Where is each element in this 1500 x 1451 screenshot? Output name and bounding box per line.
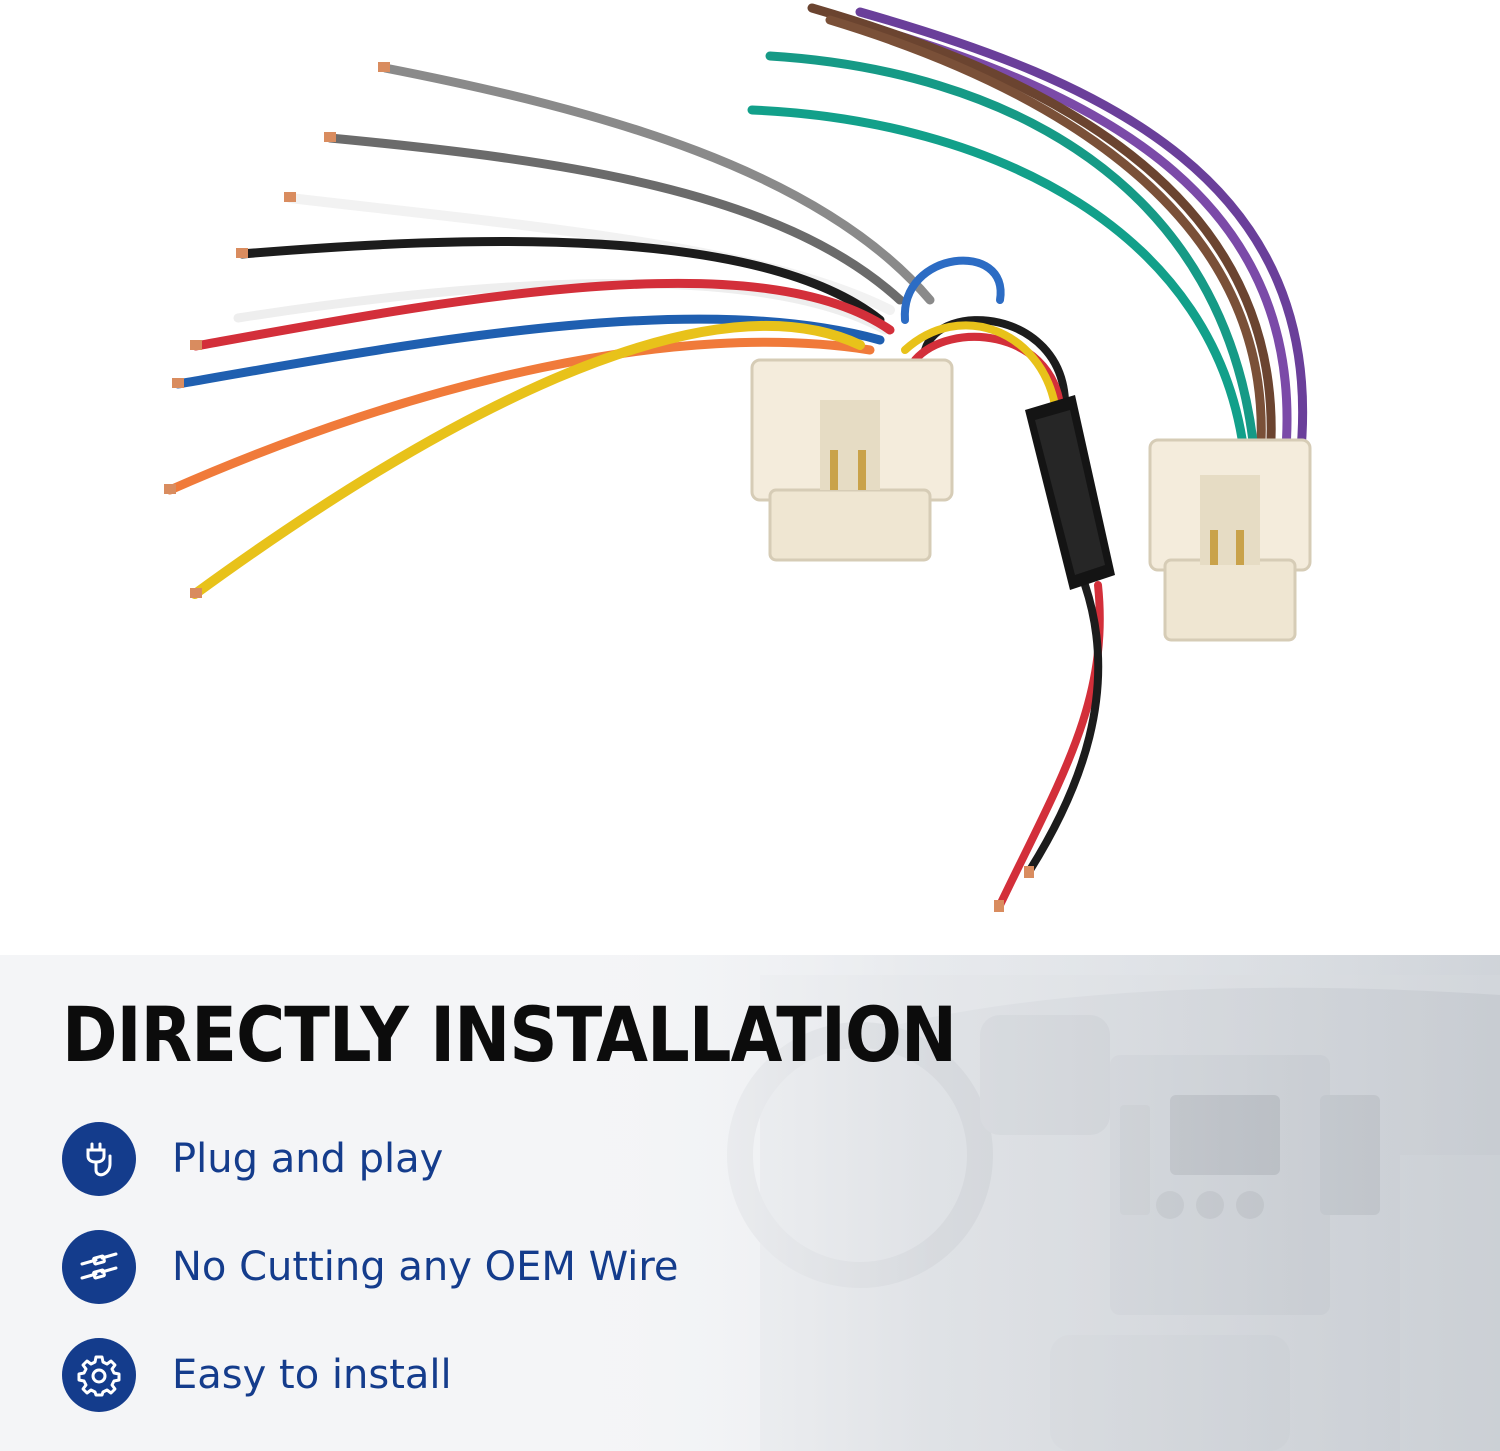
wire-yellow-relay — [901, 321, 1059, 409]
wire-green — [765, 51, 1260, 465]
backdrop-fade — [0, 955, 1500, 1451]
wire-black — [237, 236, 885, 325]
wire-purple — [855, 7, 1308, 465]
wire-brown-2 — [825, 15, 1266, 465]
gear-icon — [62, 1338, 136, 1412]
wire-red-out — [996, 581, 1104, 909]
feature-plug-and-play: Plug and play — [62, 1121, 443, 1197]
right-connector — [1148, 438, 1312, 642]
wire-black-out — [1026, 581, 1103, 874]
feature-label: Easy to install — [172, 1352, 452, 1398]
product-image — [164, 3, 1312, 912]
feature-easy-install: Easy to install — [62, 1337, 452, 1413]
plug-icon — [62, 1122, 136, 1196]
left-connector — [750, 358, 954, 562]
wire-orange — [165, 337, 875, 495]
wire-red — [191, 278, 895, 351]
wire-blue-loop — [900, 256, 1005, 324]
feature-label: No Cutting any OEM Wire — [172, 1244, 679, 1290]
relay-module — [1025, 395, 1115, 590]
wire-gray-black — [325, 133, 905, 305]
feature-label: Plug and play — [172, 1136, 444, 1182]
wire-icon — [62, 1230, 136, 1304]
wire-yellow — [190, 320, 865, 599]
wiring-harness-illustration — [164, 3, 1312, 912]
wire-gray — [380, 63, 935, 305]
wire-brown — [807, 3, 1276, 465]
feature-no-cutting: No Cutting any OEM Wire — [62, 1229, 679, 1305]
wire-green-2 — [747, 105, 1250, 465]
wire-red-relay — [911, 332, 1064, 409]
headline: DIRECTLY INSTALLATION — [62, 990, 957, 1079]
feature-panel: DIRECTLY INSTALLATION Plug and play No C… — [0, 955, 1500, 1451]
